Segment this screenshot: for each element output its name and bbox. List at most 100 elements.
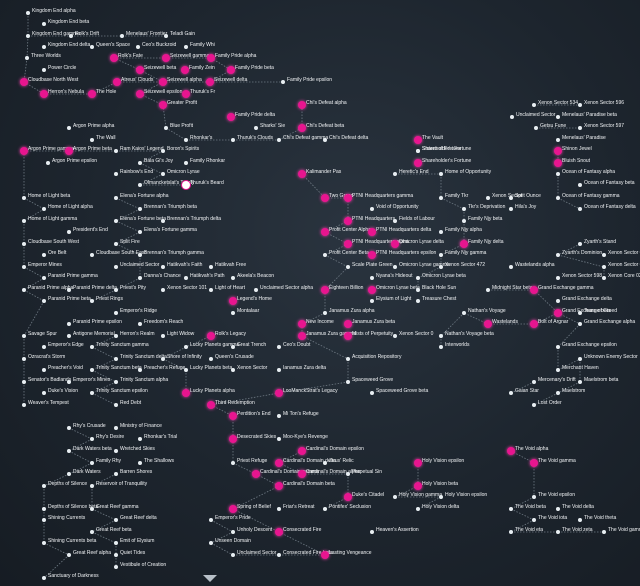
owned-sector-marker-icon [391,240,399,248]
jump-gate-link [139,173,164,186]
owned-sector-marker-icon [207,332,215,340]
sector-name: Argon Prime beta [73,146,112,152]
sector-name: Ministry of Finance [120,423,162,429]
sector-name: Bluish Snout [562,158,591,164]
jump-gate-link [68,438,93,452]
jump-gate-link [91,346,117,360]
sector-marker-icon [393,495,397,499]
sector-marker-icon [90,461,94,465]
sector-marker-icon [67,322,71,326]
jump-gate-link [115,220,141,233]
sector-name: Seizewell alpha [167,77,202,83]
sector-name: Great Reef alpha [73,550,112,556]
owned-sector-marker-icon [344,194,352,202]
sector-marker-icon [90,484,94,488]
sector-name: Cardinal's Domain epsilon [306,446,364,452]
sector-name: Family Pride beta [235,65,274,71]
sector-marker-icon [578,183,582,187]
sector-name: LooManckStrat's Legacy [283,388,338,394]
jump-gate-link [115,243,141,256]
owned-sector-marker-icon [229,412,237,420]
sector-name: Senator's Badlands [28,377,72,383]
sector-marker-icon [22,403,26,407]
sector-name: Trinity Sanctum alpha [120,377,169,383]
jump-gate-link [510,508,535,521]
sector-name: Paranid Prime gamma [48,273,98,279]
sector-name: Lucky Planets gamma [190,342,240,348]
sector-name: Depths of Silence [48,481,88,487]
sector-name: Xenon Sector 627 [608,262,640,268]
sector-name: Cloudbase South West [28,239,80,245]
sector-name: Queen's Space [96,42,131,48]
sector-name: Home of Light beta [28,193,71,199]
sector-name: Zyarth's Dominion [562,250,603,256]
jump-gate-link [162,358,187,371]
sector-name: The Void theta [584,515,617,521]
sector-marker-icon [67,230,71,234]
sector-marker-icon [42,253,46,257]
sector-marker-icon [90,345,94,349]
sector-marker-icon [231,461,235,465]
sector-name: Preacher's Refuge [144,365,186,371]
owned-sector-marker-icon [368,251,376,259]
sector-marker-icon [486,196,490,200]
sector-marker-icon [184,276,188,280]
owned-sector-marker-icon [159,78,167,86]
sector-name: Chi's Defeat delta [329,135,369,141]
owned-sector-marker-icon [554,147,562,155]
owned-sector-marker-icon [181,66,189,74]
sector-name: Menelaus' Paradise [562,135,606,141]
sector-name: Home of Light alpha [48,204,93,210]
sector-name: Ceo's Buckzoid [142,42,177,48]
sector-name: Xenon Sector 597 [584,123,625,129]
sector-marker-icon [138,230,142,234]
jump-gate-link [26,35,29,59]
jump-gate-link [557,381,581,394]
sector-name: Nyana's Hideout [376,273,413,279]
sector-name: The Void eta [515,527,544,533]
sector-name: Treasure Chest [422,296,457,302]
sector-name: Rhonkar's Trial [144,434,178,440]
sector-marker-icon [67,472,71,476]
sector-name: Maelstrom beta [584,377,619,383]
sector-marker-icon [114,265,118,269]
jump-gate-link [324,266,349,291]
jump-gate-link [91,473,117,487]
jump-gate-link [440,312,465,337]
sector-marker-icon [42,391,46,395]
sector-marker-icon [42,368,46,372]
sector-name: Red Debt [120,400,142,406]
sector-marker-icon [42,484,46,488]
sector-name: Akeela's Beacon [237,273,275,279]
sector-name: Trinity Sanctum epsilon [96,388,148,394]
sector-name: Olmancketslat's Treaty [144,180,195,186]
sector-marker-icon [22,219,26,223]
sector-marker-icon [393,219,397,223]
sector-marker-icon [161,149,165,153]
owned-sector-marker-icon [162,54,170,62]
jump-gate-link [162,346,187,360]
sector-marker-icon [209,518,213,522]
sector-name: Duke's Citadel [352,492,385,498]
sector-marker-icon [90,138,94,142]
sector-marker-icon [90,253,94,257]
sector-name: Rolk's Legacy [215,331,246,337]
sector-name: Shore of Infinity [167,354,202,360]
jump-gate-link [68,427,93,440]
sector-name: Teladi Gain [170,31,196,37]
sector-marker-icon [556,138,560,142]
jump-gate-link [115,208,141,222]
jump-gate-link [115,197,141,210]
sector-marker-icon [231,368,235,372]
jump-gate-link [510,381,535,394]
sector-name: The Void delta [562,504,594,510]
sector-marker-icon [556,196,560,200]
sector-marker-icon [22,380,26,384]
sector-name: Xenon Sector 472 [445,262,486,268]
owned-sector-marker-icon [275,389,283,397]
owned-sector-marker-icon [298,101,306,109]
scroll-down-arrow-icon[interactable] [203,575,217,582]
sector-marker-icon [439,334,443,338]
sector-name: Perpetual Sin [352,469,383,475]
